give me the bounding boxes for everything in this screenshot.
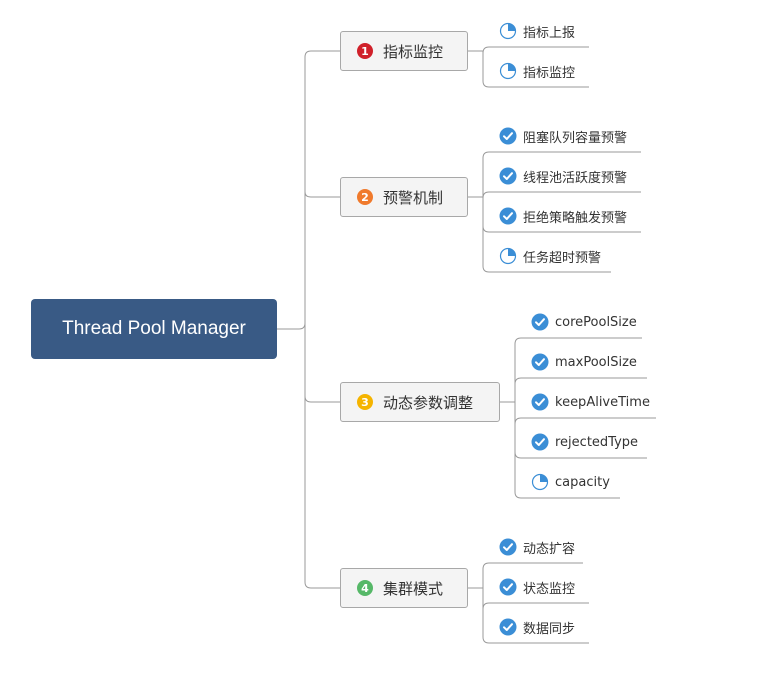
check-circle-icon: [499, 167, 517, 185]
leaf-item[interactable]: rejectedType: [531, 432, 638, 452]
leaf-label: 阻塞队列容量预警: [523, 130, 628, 146]
branch-label: 预警机制: [383, 188, 444, 207]
check-circle-icon: [531, 313, 549, 331]
leaf-label: 拒绝策略触发预警: [523, 210, 628, 226]
check-circle-icon: [499, 538, 517, 556]
leaf-item[interactable]: 数据同步: [499, 617, 575, 637]
leaf-item[interactable]: keepAliveTime: [531, 392, 650, 412]
leaf-label: keepAliveTime: [555, 394, 650, 410]
partial-progress-icon: [531, 473, 549, 491]
check-circle-icon: [499, 207, 517, 225]
branch-label: 指标监控: [383, 42, 444, 61]
leaf-item[interactable]: 拒绝策略触发预警: [499, 206, 627, 226]
leaf-label: corePoolSize: [555, 314, 637, 330]
leaf-label: 任务超时预警: [523, 250, 602, 266]
leaf-item[interactable]: 动态扩容: [499, 537, 575, 557]
leaf-label: 状态监控: [523, 581, 576, 597]
priority-2-icon: 2: [357, 189, 373, 205]
branch-metrics-monitoring[interactable]: 1 指标监控: [340, 31, 468, 71]
branch-label: 集群模式: [383, 579, 444, 598]
leaf-item[interactable]: capacity: [531, 472, 610, 492]
leaf-label: 指标监控: [523, 65, 576, 81]
leaf-item[interactable]: 状态监控: [499, 577, 575, 597]
check-circle-icon: [531, 393, 549, 411]
branch-label: 动态参数调整: [383, 393, 474, 412]
leaf-item[interactable]: corePoolSize: [531, 312, 637, 332]
leaf-label: rejectedType: [555, 434, 639, 450]
check-circle-icon: [499, 618, 517, 636]
priority-4-icon: 4: [357, 580, 373, 596]
branch-cluster-mode[interactable]: 4 集群模式: [340, 568, 468, 608]
leaf-label: 数据同步: [523, 621, 576, 637]
priority-1-icon: 1: [357, 43, 373, 59]
leaf-item[interactable]: 任务超时预警: [499, 246, 601, 266]
leaf-label: 指标上报: [523, 25, 576, 41]
leaf-item[interactable]: 指标上报: [499, 21, 575, 41]
check-circle-icon: [531, 353, 549, 371]
leaf-label: capacity: [555, 474, 610, 490]
leaf-item[interactable]: 线程池活跃度预警: [499, 166, 627, 186]
partial-progress-icon: [499, 247, 517, 265]
partial-progress-icon: [499, 22, 517, 40]
check-circle-icon: [499, 578, 517, 596]
partial-progress-icon: [499, 62, 517, 80]
leaf-label: 线程池活跃度预警: [523, 170, 628, 186]
leaf-label: maxPoolSize: [555, 354, 637, 370]
root-topic-label: Thread Pool Manager: [62, 318, 246, 339]
check-circle-icon: [531, 433, 549, 451]
priority-3-icon: 3: [357, 394, 373, 410]
branch-alert-mechanism[interactable]: 2 预警机制: [340, 177, 468, 217]
branch-dynamic-params[interactable]: 3 动态参数调整: [340, 382, 500, 422]
leaf-item[interactable]: maxPoolSize: [531, 352, 637, 372]
root-topic[interactable]: Thread Pool Manager: [31, 299, 277, 359]
leaf-item[interactable]: 指标监控: [499, 61, 575, 81]
leaf-label: 动态扩容: [523, 541, 576, 557]
leaf-item[interactable]: 阻塞队列容量预警: [499, 126, 627, 146]
check-circle-icon: [499, 127, 517, 145]
